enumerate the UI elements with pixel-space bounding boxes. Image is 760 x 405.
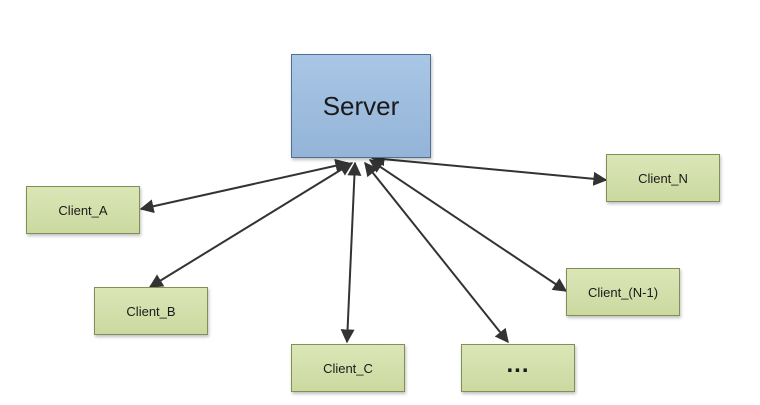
client-c-label: Client_C xyxy=(323,360,373,376)
client-n-minus-1-label: Client_(N-1) xyxy=(587,284,659,300)
arrow-server-client-c xyxy=(340,161,362,344)
client-b-label: Client_B xyxy=(126,303,176,319)
arrow-server-client-more xyxy=(364,161,509,344)
arrow-server-client-a xyxy=(139,158,350,214)
client-n-minus-1-node: Client_(N-1) xyxy=(566,268,680,316)
server-node: Server xyxy=(291,54,431,158)
arrow-server-client-b xyxy=(148,162,354,288)
client-n-node: Client_N xyxy=(606,154,720,202)
client-more-node: ... xyxy=(461,344,575,392)
client-b-node: Client_B xyxy=(94,287,208,335)
client-a-label: Client_A xyxy=(58,202,108,218)
client-c-node: Client_C xyxy=(291,344,405,392)
server-label: Server xyxy=(322,90,400,121)
arrow-server-client-n1 xyxy=(368,159,568,292)
arrow-server-client-n xyxy=(370,152,608,186)
client-more-label: ... xyxy=(506,351,530,378)
client-n-label: Client_N xyxy=(638,170,688,186)
client-a-node: Client_A xyxy=(26,186,140,234)
